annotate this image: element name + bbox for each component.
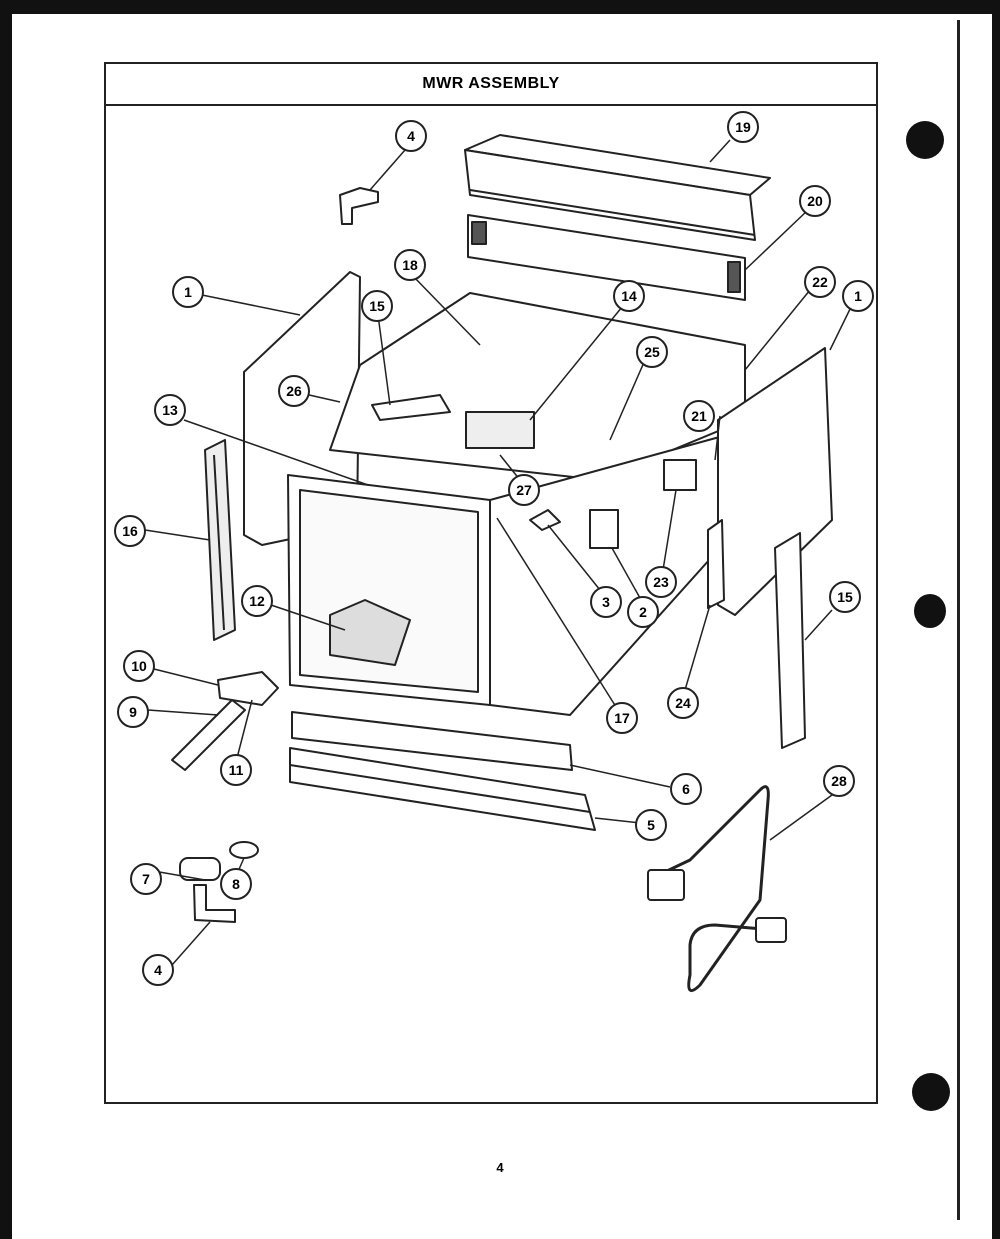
svg-text:23: 23 [653, 574, 669, 590]
scan-border-left [0, 0, 12, 1239]
svg-text:7: 7 [142, 871, 150, 887]
callout-labels: 4 19 20 1 18 15 14 22 1 26 25 13 21 27 1… [114, 111, 874, 986]
part-trim-strip-right [774, 532, 806, 749]
part-bracket-upper [339, 187, 379, 225]
callout-14: 14 [613, 280, 645, 312]
part-bracket-lower [193, 884, 236, 923]
part-lamp-socket [179, 857, 221, 881]
callout-23: 23 [645, 566, 677, 598]
callout-26: 26 [278, 375, 310, 407]
svg-text:11: 11 [229, 762, 244, 778]
svg-text:19: 19 [735, 119, 751, 135]
callout-2: 2 [627, 596, 659, 628]
callout-21: 21 [683, 400, 715, 432]
part-vertical-trim-left [204, 439, 236, 641]
callout-19: 19 [727, 111, 759, 143]
svg-text:26: 26 [286, 383, 302, 399]
leader-lines [144, 139, 853, 966]
part-lamp-arm [171, 699, 246, 771]
callout-1-right: 1 [842, 280, 874, 312]
svg-text:28: 28 [831, 773, 847, 789]
callout-1-left: 1 [172, 276, 204, 308]
callout-9: 9 [117, 696, 149, 728]
callout-8: 8 [220, 868, 252, 900]
callout-17: 17 [606, 702, 638, 734]
svg-text:5: 5 [647, 817, 655, 833]
svg-text:16: 16 [122, 523, 138, 539]
part-thermal-switch [465, 411, 535, 449]
svg-text:22: 22 [812, 274, 828, 290]
svg-text:18: 18 [402, 257, 418, 273]
callout-18: 18 [394, 249, 426, 281]
scan-border-top [0, 0, 1000, 14]
part-bottom-rail-upper [291, 711, 573, 771]
part-trim-strip-upper [371, 394, 451, 421]
part-lamp-bracket [217, 671, 279, 706]
svg-text:8: 8 [232, 876, 240, 892]
svg-text:4: 4 [407, 128, 415, 144]
svg-text:12: 12 [249, 593, 265, 609]
scan-border-right [992, 0, 1000, 1239]
part-lamp [229, 841, 259, 859]
diagram-title: MWR ASSEMBLY [106, 64, 876, 106]
part-control-strip [467, 214, 746, 301]
callout-7: 7 [130, 863, 162, 895]
part-circuit-board [707, 519, 725, 609]
callout-16: 16 [114, 515, 146, 547]
callout-28: 28 [823, 765, 855, 797]
callout-15-upper: 15 [361, 290, 393, 322]
part-latch-switch [529, 509, 561, 531]
svg-text:10: 10 [131, 658, 147, 674]
svg-text:2: 2 [639, 604, 647, 620]
part-cord-connector [755, 917, 787, 943]
binder-hole-middle [914, 594, 946, 628]
diagram-frame: MWR ASSEMBLY [104, 62, 878, 1104]
svg-text:9: 9 [129, 704, 137, 720]
svg-text:14: 14 [621, 288, 637, 304]
svg-text:24: 24 [675, 695, 691, 711]
svg-text:25: 25 [644, 344, 660, 360]
binder-hole-top [906, 121, 944, 159]
callout-22: 22 [804, 266, 836, 298]
svg-text:13: 13 [162, 402, 178, 418]
callout-20: 20 [799, 185, 831, 217]
callout-24: 24 [667, 687, 699, 719]
callout-6: 6 [670, 773, 702, 805]
svg-text:1: 1 [854, 288, 862, 304]
binder-hole-bottom [912, 1073, 950, 1111]
callout-4-upper: 4 [395, 120, 427, 152]
svg-text:21: 21 [691, 408, 707, 424]
callout-3: 3 [590, 586, 622, 618]
part-power-cord [647, 785, 776, 993]
callout-5: 5 [635, 809, 667, 841]
svg-text:17: 17 [614, 710, 630, 726]
part-top-cover [464, 134, 771, 241]
part-fuse-block [589, 509, 619, 549]
callout-15-right: 15 [829, 581, 861, 613]
callout-4-lower: 4 [142, 954, 174, 986]
scan-edge-line [957, 20, 960, 1220]
callout-27: 27 [508, 474, 540, 506]
callout-10: 10 [123, 650, 155, 682]
svg-text:15: 15 [369, 298, 385, 314]
svg-text:6: 6 [682, 781, 690, 797]
callout-13: 13 [154, 394, 186, 426]
callout-25: 25 [636, 336, 668, 368]
callout-11: 11 [220, 754, 252, 786]
svg-text:1: 1 [184, 284, 192, 300]
part-oven-cavity [287, 429, 746, 716]
callout-12: 12 [241, 585, 273, 617]
svg-text:20: 20 [807, 193, 823, 209]
part-cord-plug [647, 869, 685, 901]
svg-text:4: 4 [154, 962, 162, 978]
svg-text:27: 27 [516, 482, 532, 498]
svg-text:3: 3 [602, 594, 610, 610]
svg-text:15: 15 [837, 589, 853, 605]
part-terminal-block [663, 459, 697, 491]
page-number: 4 [496, 1160, 504, 1175]
